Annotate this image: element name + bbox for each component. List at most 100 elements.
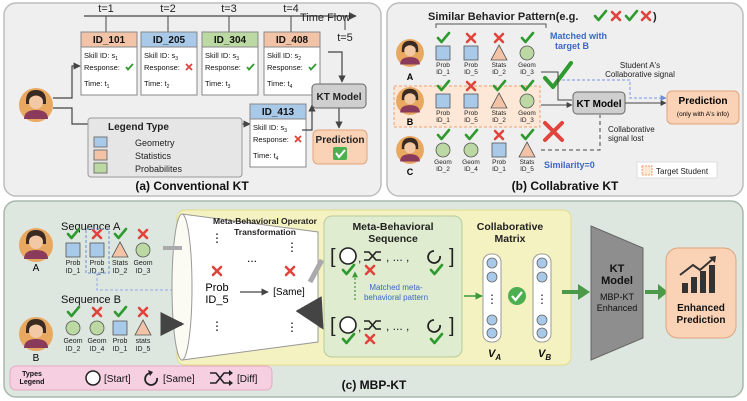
meta-sequences: [,, ... ,][,, ... ,]	[330, 246, 455, 345]
target-legend-label: Target Student	[656, 167, 709, 176]
vb-label: VB	[538, 348, 551, 362]
time-label-2: t=2	[160, 3, 176, 15]
same-type-icon	[144, 372, 158, 386]
same-token-icon	[427, 319, 441, 333]
card-id: ID_408	[276, 35, 309, 46]
vector-cell-0-2	[486, 314, 498, 326]
question-shape-c-row_b-2	[112, 320, 128, 336]
start-token-icon	[339, 247, 357, 265]
vector-cell-0-1	[486, 271, 498, 283]
question-shape-c-row_a-2	[111, 241, 129, 258]
kt-model-trapezoid	[590, 225, 644, 361]
student-a-avatar	[396, 39, 424, 67]
highlight-prob-id5	[85, 228, 110, 274]
legend-same-label: [Same]	[163, 374, 195, 385]
to-kt-arrow	[562, 284, 590, 300]
svg-text:⋮: ⋮	[486, 292, 498, 306]
student-a-avatar-c	[19, 228, 53, 262]
meta-behavioral-sequence-box	[323, 215, 463, 358]
question-shape-row_a-0	[435, 45, 451, 61]
incorrect-cross-icon	[185, 63, 193, 71]
card-time: Time: t4	[253, 151, 279, 162]
similarity-label: Similarity=0	[544, 160, 595, 170]
diff-type-icon	[210, 370, 233, 386]
svg-text:]: ]	[449, 246, 455, 268]
question-shape-row_a-1	[463, 45, 479, 61]
question-shape-row_b-0	[435, 93, 451, 109]
kt-model-label-b: KT Model	[577, 99, 622, 110]
c-to-model-dashed	[541, 115, 601, 151]
vector-cell-1-1	[536, 271, 548, 283]
prediction-sub-label-b: (only with A's info)	[677, 111, 729, 118]
svg-text:⋮: ⋮	[211, 319, 223, 333]
collaborative-signal-arrow	[562, 79, 667, 101]
card-skill: Skill ID: s2	[267, 51, 301, 62]
correct-check-icon	[308, 63, 317, 71]
pattern-title-end: )	[653, 11, 657, 23]
card-skill: Skill ID: s1	[84, 51, 118, 62]
vector-cell-1-0	[536, 257, 548, 269]
sequence-a-label: Sequence A	[61, 221, 121, 233]
question-shape-c-row_a-1	[89, 242, 105, 258]
sequence-to-model-arrow	[328, 51, 346, 83]
svg-text:Similar Behavior Pattern(e.g.: Similar Behavior Pattern(e.g.	[428, 11, 578, 23]
legend-box	[87, 117, 243, 178]
panel-collaborative-kt: Similar Behavior Pattern(e.g. ) A B C Pr…	[386, 2, 744, 197]
funnel-mouth	[171, 213, 193, 361]
prediction-label: Prediction	[316, 135, 365, 146]
pattern-title: Similar Behavior Pattern(e.g.	[428, 11, 578, 23]
card-response: Response:	[84, 63, 120, 72]
panel-b-caption: (b) Collabrative KT	[512, 179, 619, 193]
student-avatar	[19, 88, 53, 122]
va-label: VA	[488, 348, 501, 362]
vector-cell-0-0	[486, 257, 498, 269]
card-id: ID_205	[153, 35, 186, 46]
legend-swatch-statistics	[93, 149, 108, 161]
diff-token-icon	[364, 251, 381, 261]
time-label-1: t=1	[98, 3, 114, 15]
question-shape-c-row_b-1	[89, 320, 105, 336]
svg-text:,: ,	[358, 320, 361, 334]
svg-text:⋮: ⋮	[286, 320, 298, 334]
correct-check-icon	[246, 63, 255, 71]
svg-text:, ... ,: , ... ,	[386, 250, 409, 264]
card-skill: Skill ID: s3	[144, 51, 178, 62]
question-shape-row_a-3	[519, 45, 535, 61]
correct-check-icon	[125, 63, 134, 71]
question-shape-row_c-1	[463, 142, 479, 158]
student-a-label: A	[407, 72, 414, 82]
legend-swatch-geometry	[93, 136, 108, 148]
svg-text:,: ,	[358, 251, 361, 265]
legend-label-probabilites: Probabilites	[135, 164, 183, 174]
card-response: Response:	[267, 63, 303, 72]
vector-cell-1-3	[536, 327, 548, 339]
vector-cells: ⋮⋮	[486, 257, 548, 339]
vector-cell-0-3	[486, 327, 498, 339]
card-response: Response:	[253, 135, 289, 144]
card-time: Time: t3	[205, 79, 231, 90]
svg-text:[: [	[330, 315, 336, 337]
start-token-icon	[339, 316, 357, 334]
question-shape-row_c-0	[435, 142, 451, 158]
